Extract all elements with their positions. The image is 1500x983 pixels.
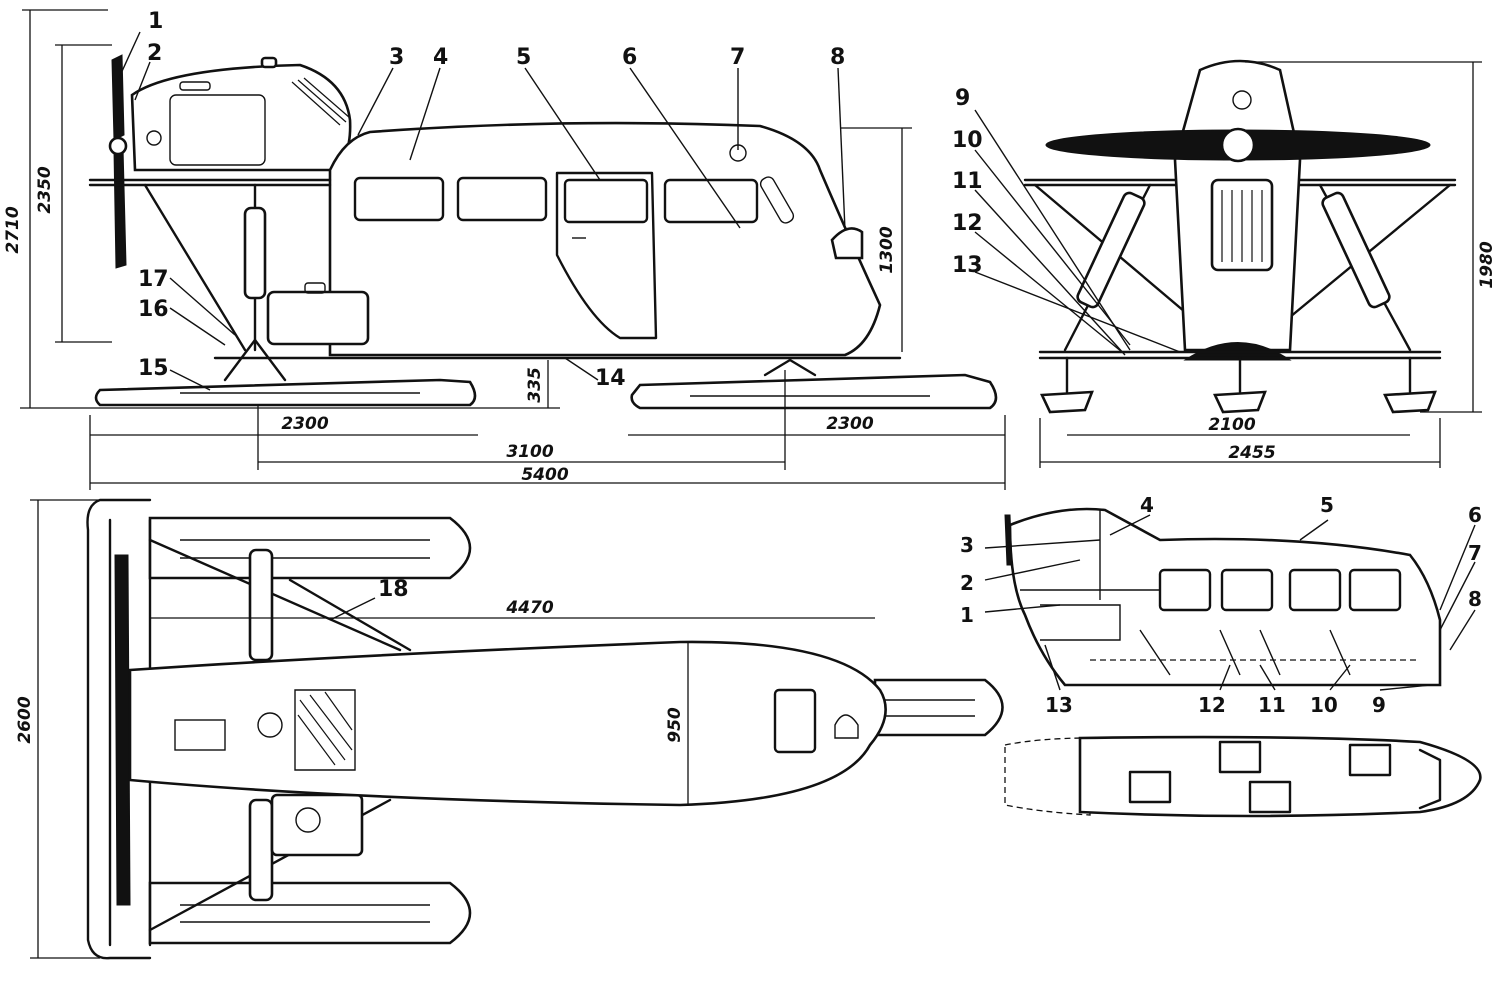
side-callout-leaders xyxy=(117,31,846,391)
top-front-ski xyxy=(873,678,1004,737)
side-callout-16: 16 xyxy=(138,297,169,322)
side-propeller xyxy=(108,54,128,269)
front-callout-leaders xyxy=(974,109,1181,356)
section-callout-11: 11 xyxy=(1258,693,1286,717)
top-view xyxy=(86,498,1004,960)
top-rear-ski-lower xyxy=(148,881,472,945)
front-ski-center xyxy=(1213,390,1267,414)
dim-top-length: 4470 xyxy=(505,598,553,618)
side-callout-6: 6 xyxy=(622,45,637,70)
dim-overall-length: 5400 xyxy=(521,465,568,485)
dim-front-ski-length: 2300 xyxy=(281,414,328,434)
front-callout-9: 9 xyxy=(955,86,970,111)
dim-ski-base: 3100 xyxy=(506,442,553,462)
side-door xyxy=(555,171,658,340)
top-callout-18: 18 xyxy=(378,577,409,602)
front-dimension-lines xyxy=(1039,61,1482,468)
front-callout-11: 11 xyxy=(952,169,983,194)
side-callout-2: 2 xyxy=(147,41,162,66)
dim-front-overall-width: 2455 xyxy=(1228,443,1275,463)
side-callout-3: 3 xyxy=(389,45,404,70)
dim-top-overall-width: 2600 xyxy=(15,696,35,743)
section-callout-13: 13 xyxy=(1045,693,1073,717)
front-callout-13: 13 xyxy=(952,253,983,278)
side-dimension-lines xyxy=(20,9,1006,490)
dim-front-track: 2100 xyxy=(1208,415,1255,435)
dim-ski-clearance: 335 xyxy=(525,367,545,403)
section-callout-4: 4 xyxy=(1140,493,1154,517)
side-engine-cowling xyxy=(130,63,352,172)
side-callout-17: 17 xyxy=(138,267,169,292)
front-view xyxy=(1023,59,1457,414)
top-callout-leader xyxy=(329,597,376,621)
section-callout-5: 5 xyxy=(1320,493,1334,517)
top-body xyxy=(128,640,887,807)
section-plan-body xyxy=(1078,735,1482,818)
section-callout-8: 8 xyxy=(1468,587,1482,611)
side-callout-7: 7 xyxy=(730,45,745,70)
section-callout-12: 12 xyxy=(1198,693,1226,717)
top-dimension-lines xyxy=(30,499,875,959)
front-ski-right xyxy=(1383,390,1437,414)
front-ski-left xyxy=(1040,390,1094,414)
dim-front-height: 1980 xyxy=(1477,241,1497,288)
front-callout-12: 12 xyxy=(952,211,983,236)
top-rear-ski-upper xyxy=(148,516,472,580)
dim-prop-height: 2350 xyxy=(35,166,55,213)
section-callout-2: 2 xyxy=(960,571,974,595)
dim-rear-ski-length: 2300 xyxy=(826,414,873,434)
dim-total-height: 2710 xyxy=(3,206,23,253)
section-callout-1: 1 xyxy=(960,603,974,627)
section-cabin xyxy=(1008,507,1442,687)
side-callout-15: 15 xyxy=(138,356,169,381)
side-windows xyxy=(353,176,759,224)
front-callout-10: 10 xyxy=(952,128,983,153)
side-suspension xyxy=(88,178,902,382)
top-propeller xyxy=(114,554,131,906)
dim-body-height: 1300 xyxy=(877,226,897,273)
side-front-ski xyxy=(630,373,998,410)
section-callout-10: 10 xyxy=(1310,693,1338,717)
section-callout-leaders xyxy=(984,514,1476,691)
dim-top-body-width: 950 xyxy=(665,707,685,743)
section-callout-7: 7 xyxy=(1468,541,1482,565)
side-callout-14: 14 xyxy=(595,366,626,391)
side-cabin-body xyxy=(328,121,882,357)
section-callout-9: 9 xyxy=(1372,693,1386,717)
section-plan-outline xyxy=(1004,737,1091,816)
section-view xyxy=(1004,507,1482,818)
side-callout-8: 8 xyxy=(830,45,845,70)
top-frame xyxy=(86,498,152,960)
side-callout-4: 4 xyxy=(433,45,448,70)
side-view xyxy=(88,54,998,410)
section-callout-6: 6 xyxy=(1468,503,1482,527)
side-callout-5: 5 xyxy=(516,45,531,70)
side-callout-1: 1 xyxy=(148,9,163,34)
section-callout-3: 3 xyxy=(960,533,974,557)
